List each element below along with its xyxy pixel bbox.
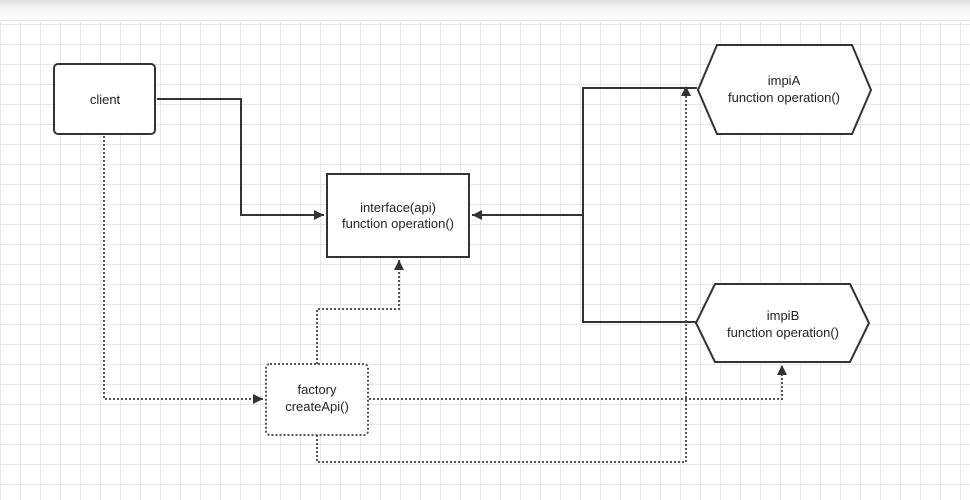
node-factory-method: createApi() xyxy=(285,399,349,414)
edge-factory-to-impla xyxy=(316,86,691,463)
edge-factory-to-implb xyxy=(369,365,787,400)
node-factory-title: factory xyxy=(297,382,337,397)
node-implb-method: function operation() xyxy=(727,325,839,340)
node-interface[interactable]: interface(api) function operation() xyxy=(326,173,470,258)
node-impla-method: function operation() xyxy=(728,90,840,105)
edge-implb-to-junction xyxy=(582,215,697,323)
edge-client-to-factory xyxy=(103,136,263,404)
node-impla-title: impiA xyxy=(768,73,801,88)
edge-client-to-interface xyxy=(157,98,324,220)
edge-impla-to-interface xyxy=(472,87,697,220)
node-client-label: client xyxy=(90,92,121,107)
node-implb-title: impiB xyxy=(767,308,800,323)
canvas-top-bar xyxy=(0,0,970,21)
node-factory[interactable]: factory createApi() xyxy=(265,363,369,436)
node-interface-method: function operation() xyxy=(342,216,454,231)
node-implb[interactable]: impiB function operation() xyxy=(694,283,871,363)
node-client[interactable]: client xyxy=(53,63,156,135)
node-interface-title: interface(api) xyxy=(360,200,436,215)
edge-factory-to-interface xyxy=(316,260,404,364)
node-impla[interactable]: impiA function operation() xyxy=(696,44,873,135)
